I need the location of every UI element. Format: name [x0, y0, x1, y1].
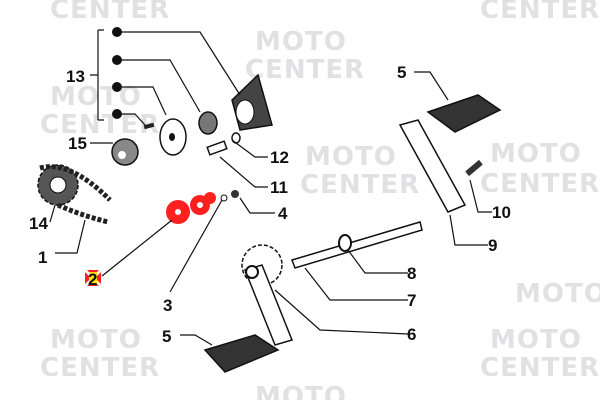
- callout-14[interactable]: 14: [29, 214, 48, 233]
- svg-text:MOTO: MOTO: [255, 27, 347, 57]
- cotter-pin[interactable]: [465, 159, 483, 177]
- nut[interactable]: [111, 138, 139, 166]
- svg-text:CENTER: CENTER: [245, 55, 365, 85]
- svg-text:MOTO: MOTO: [490, 325, 582, 355]
- callouts: 13 15 14 1 2 3 4 5 5 6 7 8 9 10 11 12: [29, 63, 511, 346]
- callout-2[interactable]: 2: [88, 270, 97, 289]
- svg-text:CENTER: CENTER: [480, 169, 600, 199]
- washer-3[interactable]: [220, 194, 228, 202]
- callout-3[interactable]: 3: [163, 296, 172, 315]
- svg-text:CENTER: CENTER: [40, 110, 160, 140]
- svg-text:MOTO: MOTO: [50, 325, 142, 355]
- callout-5-bottom[interactable]: 5: [162, 327, 171, 346]
- pedal-right[interactable]: [426, 94, 502, 133]
- callout-11[interactable]: 11: [270, 178, 288, 197]
- svg-text:MOTO: MOTO: [515, 279, 600, 309]
- svg-text:MOTO: MOTO: [490, 139, 582, 169]
- callout-4[interactable]: 4: [278, 204, 288, 223]
- screw[interactable]: [143, 122, 155, 130]
- svg-text:MOTO: MOTO: [255, 382, 347, 400]
- crank-arm-right[interactable]: [398, 119, 467, 213]
- chain[interactable]: [39, 164, 112, 225]
- svg-text:CENTER: CENTER: [480, 353, 600, 383]
- bearing[interactable]: [198, 111, 218, 135]
- svg-text:CENTER: CENTER: [50, 0, 170, 25]
- callout-9[interactable]: 9: [488, 236, 497, 255]
- nut-4[interactable]: [231, 190, 239, 198]
- pedal-left[interactable]: [203, 334, 280, 373]
- watermark-layer: CENTER CENTER MOTO CENTER MOTO CENTER MO…: [40, 0, 600, 400]
- bolt[interactable]: [206, 140, 228, 156]
- leader-lines: [49, 27, 492, 346]
- callout-6[interactable]: 6: [407, 325, 416, 344]
- svg-text:CENTER: CENTER: [40, 353, 160, 383]
- callout-2-marker[interactable]: 2: [85, 270, 101, 289]
- callout-12[interactable]: 12: [270, 148, 289, 167]
- callout-1[interactable]: 1: [38, 248, 47, 267]
- crank-axle[interactable]: [291, 221, 423, 269]
- parts-layer: [37, 73, 502, 373]
- svg-text:CENTER: CENTER: [480, 0, 600, 25]
- svg-text:MOTO: MOTO: [305, 142, 397, 172]
- callout-15[interactable]: 15: [68, 134, 87, 153]
- axle-bearing[interactable]: [338, 234, 352, 252]
- callout-13[interactable]: 13: [66, 67, 85, 86]
- highlighted-part-2[interactable]: [166, 192, 216, 224]
- callout-10[interactable]: 10: [492, 203, 511, 222]
- callout-8[interactable]: 8: [407, 264, 416, 283]
- callout-7[interactable]: 7: [407, 291, 416, 310]
- svg-text:CENTER: CENTER: [300, 170, 420, 200]
- callout-5-top[interactable]: 5: [397, 63, 406, 82]
